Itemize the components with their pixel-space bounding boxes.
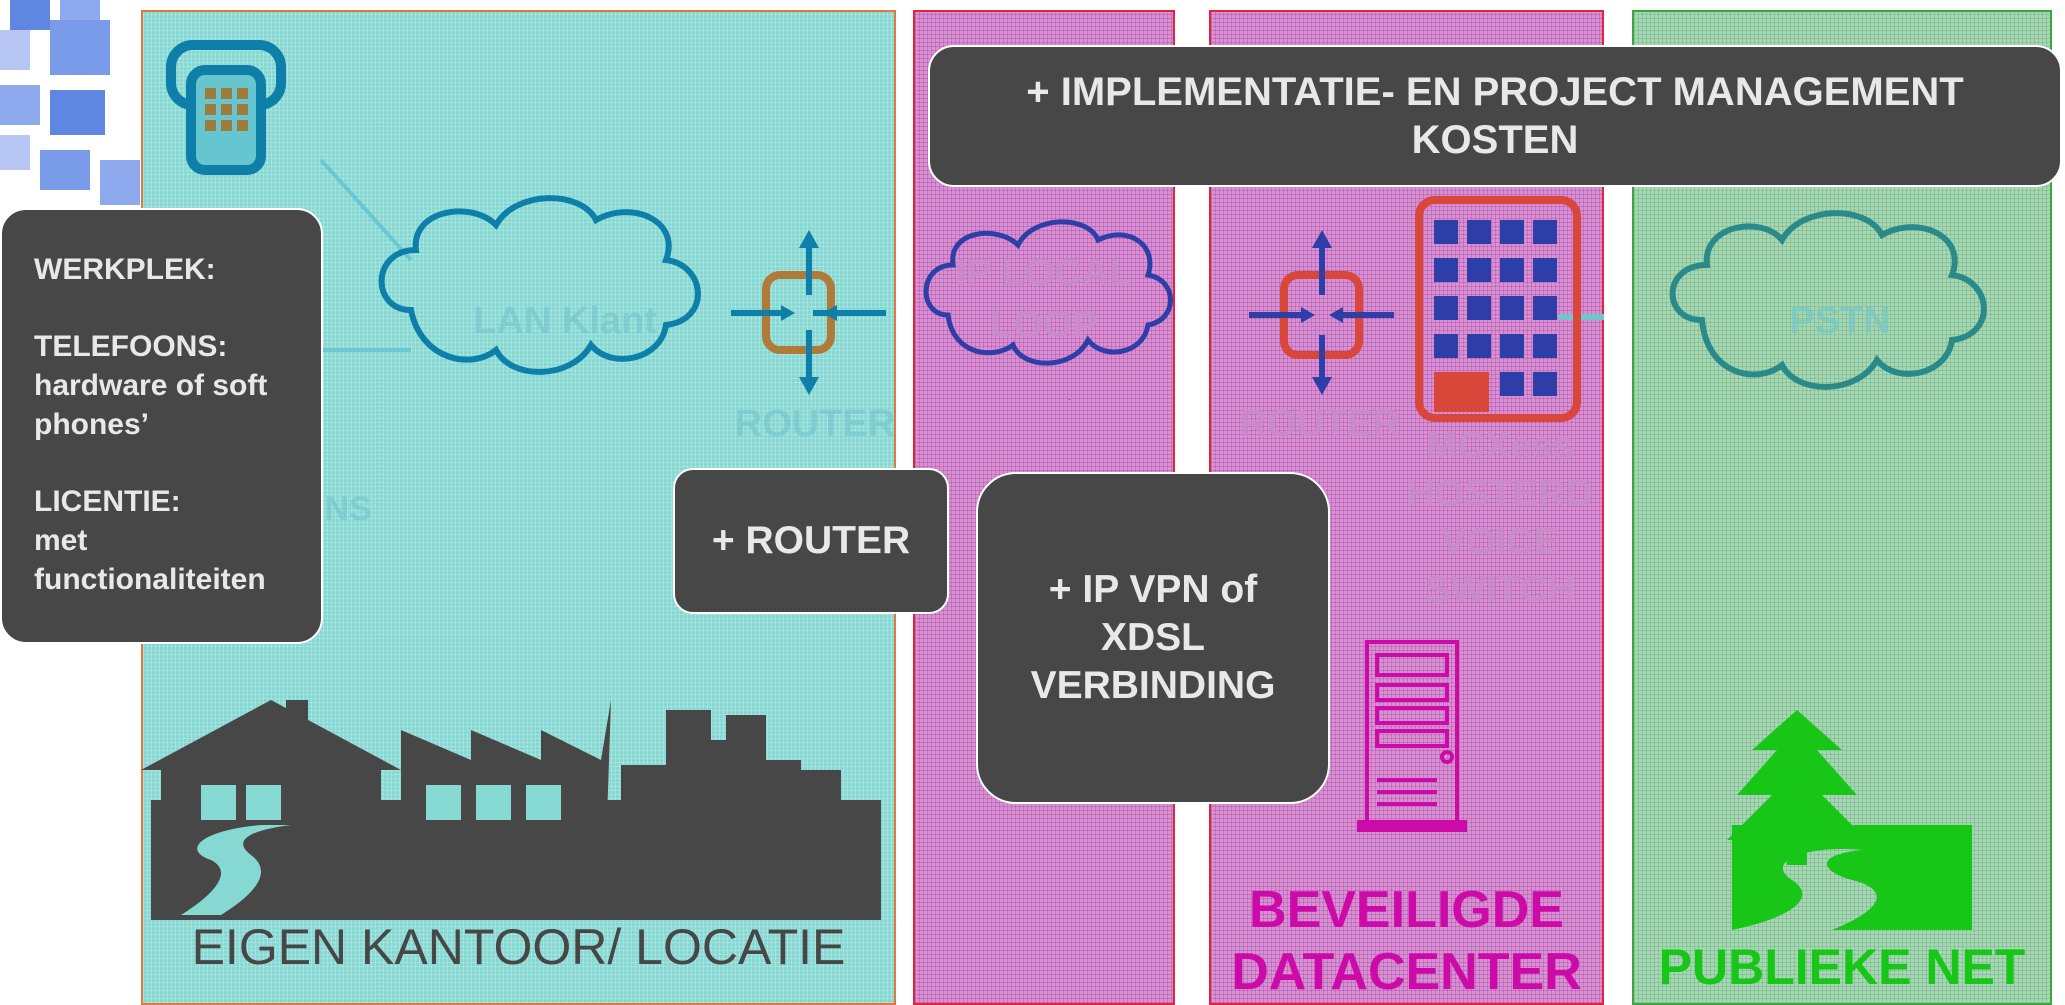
dc-router-label: ROUTER: [1239, 403, 1401, 445]
router-icon: [1249, 230, 1394, 395]
datacenter-title-line2: DATACENTER: [1231, 943, 1582, 1001]
telefoons-text: hardware of soft phones’: [34, 369, 268, 441]
costs-banner: + IMPLEMENTATIE- EN PROJECT MANAGEMENT K…: [928, 45, 2062, 187]
switch-label-line2: HOSTERD: [1407, 473, 1593, 515]
vpn-cost-box: + IP VPN of XDSL VERBINDING: [976, 472, 1330, 804]
licentie-block: LICENTIE: met functionaliteiten: [34, 482, 291, 599]
licentie-text-line1: met: [34, 524, 88, 557]
local-loop-label-line1: IP LOCAL: [955, 252, 1133, 294]
pstn-label: PSTN: [1789, 300, 1891, 342]
cloud-icon: [1669, 210, 1987, 390]
office-title: EIGEN KANTOOR/ LOCATIE: [191, 919, 846, 975]
costs-banner-label: + IMPLEMENTATIE- EN PROJECT MANAGEMENT K…: [1026, 70, 1964, 162]
switch-label-line4: SWITCH: [1425, 569, 1575, 611]
lan-cloud-label: LAN Klant: [473, 300, 657, 342]
datacenter-drawings: [1249, 196, 1604, 832]
router-cost-label: + ROUTER: [711, 519, 911, 562]
vpn-line3: VERBINDING: [1030, 664, 1276, 707]
router-icon: [731, 230, 886, 395]
workplace-info-box: WERKPLEK: TELEFOONS: hardware of soft pho…: [0, 208, 323, 644]
cloud-icon: [923, 219, 1173, 366]
local-loop-drawings: .: [923, 219, 1173, 403]
tree-river-icon: [1727, 710, 1972, 930]
local-loop-label-line2: LOOP: [990, 304, 1098, 346]
server-icon: [1357, 640, 1467, 832]
public-drawings: [1669, 210, 1987, 930]
switch-label-line1: MCXess: [1426, 425, 1574, 467]
werkplek-title: WERKPLEK:: [34, 253, 216, 286]
licentie-text-line2: functionaliteiten: [34, 563, 266, 596]
datacenter-title-line1: BEVEILIGDE: [1249, 881, 1564, 939]
phone-icon: [166, 40, 286, 175]
licentie-title: LICENTIE:: [34, 485, 181, 518]
switch-building-icon: [1415, 196, 1581, 422]
vpn-line2: XDSL: [1100, 616, 1205, 659]
public-title: PUBLIEKE NET: [1658, 939, 2026, 995]
telefoons-title: TELEFOONS:: [34, 330, 228, 363]
telefoons-block: TELEFOONS: hardware of soft phones’: [34, 327, 291, 444]
switch-label-line3: VOICE: [1440, 521, 1560, 563]
checker-decoration: [0, 0, 141, 210]
svg-text:.: .: [1068, 392, 1071, 403]
router-cost-box: + ROUTER: [673, 468, 949, 614]
vpn-line1: + IP VPN of: [1048, 568, 1258, 611]
cloud-icon: [378, 195, 701, 375]
office-router-label: ROUTER: [734, 403, 896, 445]
